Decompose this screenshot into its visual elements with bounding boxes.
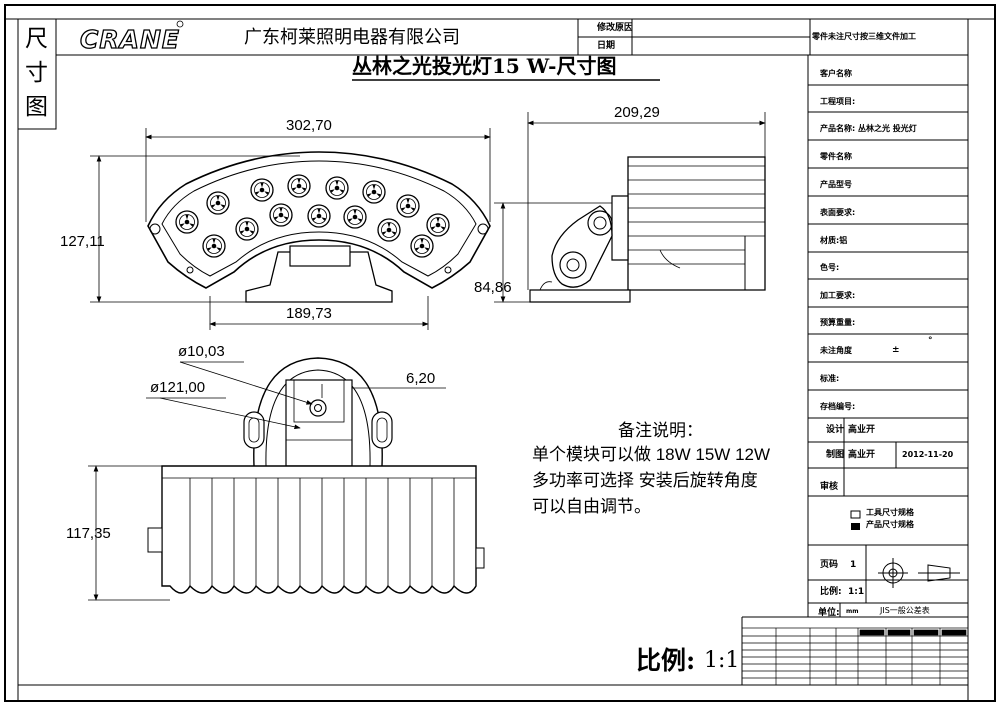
draw-label: 制图 [826,450,845,460]
bottom-dimension-lines [88,361,446,601]
dim-front-height: 127,11 [60,233,105,250]
info-archive: 存档编号: [820,402,856,411]
info-material: 材质:铝 [820,236,848,245]
tolerance-title: JIS一般公差表 [880,606,930,615]
outer-frame [4,4,996,702]
product-dim-swatch [851,523,860,530]
bottom-view [147,357,485,594]
design-name: 高业开 [848,425,876,435]
dim-side-height: 84,86 [474,279,512,296]
revision-label: 修改原因 [597,23,634,33]
notes-line-2: 多功率可选择 安装后旋转角度 [532,471,758,490]
company-name: 广东柯莱照明电器有限公司 [244,27,460,47]
dim-offset: 6,20 [406,370,436,387]
info-weight: 预算重量: [820,318,856,327]
front-dimension-lines [90,128,491,330]
info-project: 工程项目: [820,97,856,106]
legend-product-dim: 产品尺寸规格 [866,520,914,529]
drawing-title: 丛林之光投光灯15 W-尺寸图 [352,54,617,78]
info-processing: 加工要求: [820,291,856,300]
draw-name: 高业开 [848,450,876,460]
side-label-1: 尺 [25,26,48,52]
side-label-2: 寸 [25,60,48,86]
info-angle-tolerance: ± [892,345,900,355]
scale-big-label: 比例: [636,646,696,675]
scale-label: 比例: [820,587,842,597]
info-model: 产品型号 [820,180,852,189]
projection-symbol-icon [878,558,960,588]
dim-bottom-height: 117,35 [66,525,111,542]
notes-line-1: 单个模块可以做 18W 15W 12W [532,445,771,464]
dim-hole-small: ø10,03 [178,343,225,360]
review-label: 审核 [820,482,839,492]
info-grid-lines [808,84,968,617]
info-surface: 表面要求: [820,208,856,217]
dim-front-width: 302,70 [286,117,332,134]
info-part-name: 零件名称 [820,152,852,161]
notes-title: 备注说明： [618,421,703,440]
side-label-3: 图 [25,94,48,120]
side-dimension-lines [494,112,766,303]
date-label: 日期 [597,41,616,51]
draw-date: 2012-11-20 [902,450,954,459]
info-angle: 未注角度 [820,346,852,355]
dim-hole-large: ø121,00 [150,379,206,396]
info-color: 色号: [820,263,840,272]
spec-title: 零件未注尺寸按三维文件加工 [812,32,916,41]
page-label: 页码 [820,560,839,570]
info-standard: 标准: [820,374,840,383]
scale-value: 1:1 [848,587,865,597]
side-label-box [17,18,57,130]
dim-front-base: 189,73 [286,305,332,322]
logo: CRANE [80,25,180,54]
side-view [529,156,766,303]
unit-label: 单位: [818,608,840,618]
tolerance-table [741,616,969,686]
scale-big-value: 1:1 [704,648,740,673]
info-product-name: 产品名称: 丛林之光 投光灯 [820,124,917,133]
info-angle-degree: ° [928,336,933,346]
info-customer: 客户名称 [820,69,852,78]
unit-value: mm [846,608,859,615]
tool-dim-swatch [850,510,861,519]
page-value: 1 [850,560,857,570]
notes-line-3: 可以自由调节。 [532,497,651,516]
dim-side-width: 209,29 [614,104,660,121]
design-label: 设计 [826,425,845,435]
legend-tool-dim: 工具尺寸规格 [866,508,914,517]
